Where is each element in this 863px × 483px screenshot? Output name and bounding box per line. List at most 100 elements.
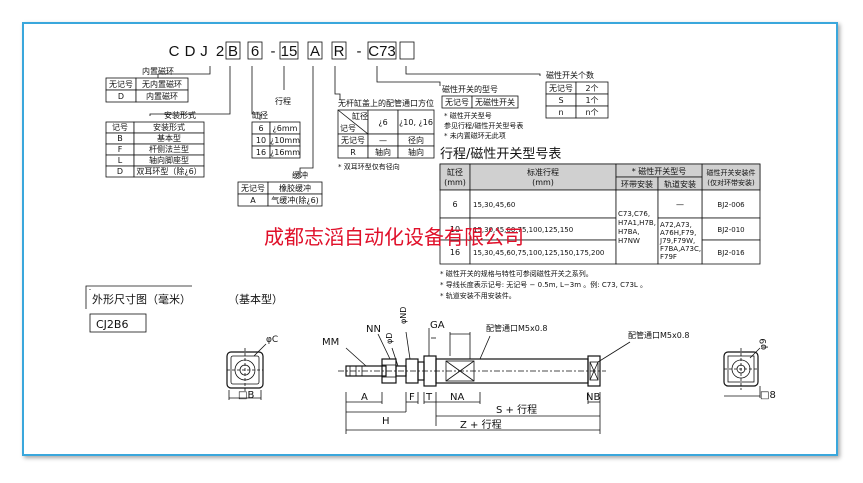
mount-text: 安装形式 [153,122,185,132]
stroke-switch-table: 缸径(mm)标准行程(mm)* 磁性开关型号环带安装轨道安装磁性开关安装件(仅对… [439,163,761,265]
buffer-cell [267,193,323,207]
f-label: F [409,392,415,403]
nn-label: NN [366,324,381,335]
rail-models: A72,A73, [660,221,692,229]
band-models: C73,C76, [618,210,650,218]
row-bore: 6 [452,200,457,209]
count-text: 1个 [585,96,598,105]
code-box [279,41,299,60]
switch-type-title: 磁性开关的型号 [442,84,498,94]
bore-text: ¿6mm [273,124,298,133]
buffer-text: 无记号 [241,184,265,193]
head-switch: * 磁性开关型号 [632,166,687,176]
port-text: 径向 [408,135,424,145]
table-header-cell [439,163,471,191]
row-bore-cell [439,239,471,265]
code-box [399,41,415,60]
bore-cell [269,145,301,159]
code-char: 6 [251,43,259,60]
code-char: - [357,43,362,60]
row-kit-cell [701,189,761,219]
b-label: □B [238,390,254,401]
mount-cushion-title: 内置磁环 [142,66,174,76]
band-models: H7A1,H7B, [618,219,656,227]
port1-label: 配管通口M5x0.8 [486,323,547,333]
cushion-text: 无内置磁环 [142,79,182,89]
band-models: H7BA, [618,228,640,236]
phi9-label: φ9 [759,338,769,350]
cushion-text: 无记号 [109,80,133,89]
model-box [89,313,147,333]
s-label: S + 行程 [496,403,537,416]
front-view-left [226,343,267,400]
port-col-text: ¿10, ¿16 [399,118,433,127]
table-note: * 导线长度表示记号: 无记号 − 0.5m, L−3m 。例: C73, C7… [440,280,647,289]
end-view-right [723,347,761,398]
row-kit: BJ2-010 [717,226,744,234]
row-stroke-cell [469,189,617,219]
mount-text: 基本型 [157,133,181,143]
h-label: H [382,416,390,427]
port-header-bore: 缸径 [352,111,368,121]
count-cell [575,105,609,119]
band-cell [615,189,659,265]
count-text: n [558,108,563,117]
phi-nd-label: φND [399,307,408,324]
cushion-title: 缓冲 [292,170,308,180]
port-text: 轴向 [375,147,391,157]
head-band: 环带安装 [621,179,653,189]
mount-type-title: 安装形式 [164,110,196,120]
switch-type-table: 无记号无磁性开关 [441,95,519,109]
code-char: J [200,43,208,60]
mount-text: L [118,156,123,165]
count-text: n个 [585,108,598,117]
row-stroke-cell [469,239,617,265]
code-char: 15 [281,43,298,60]
rail-models: J79,F79W, [659,237,695,245]
code-char: C73 [368,43,396,60]
rail-cell [657,217,703,265]
z-label: Z + 行程 [460,418,502,431]
sq8-label: □8 [760,390,776,401]
port-title: 无杆缸盖上的配管通口方位 [338,98,434,108]
na-label: NA [450,392,464,403]
table-note: * 轨道安装不用安装件。 [440,291,516,300]
buffer-text: 气缓冲(除¿6) [271,195,319,205]
mm-label: MM [322,337,339,348]
code-box [247,41,263,60]
port-text: R [350,148,356,157]
nb-label: NB [586,392,600,403]
stroke-switch-table-title: 行程/磁性开关型号表 [440,147,561,162]
port-cell [397,145,435,159]
t-label: T [425,392,433,403]
port-text: 无记号 [341,136,365,145]
mount-text: F [118,145,123,154]
count-text: 无记号 [549,84,573,93]
port-header-mark: 记号 [340,124,356,133]
count-text: S [558,96,563,105]
buffer-text: A [250,196,256,205]
cushion-text: D [118,92,124,101]
row-stroke: 15,30,45,60 [473,201,515,209]
port-text: 轴向 [408,147,424,157]
rail-models: A76H,F79, [660,229,696,237]
cylinder-side-view [338,355,606,387]
phi-c-label: φC [266,335,278,345]
switch-text: 无记号 [445,98,469,107]
drawing-section-subtitle: （基本型） [228,292,283,306]
code-char: B [228,43,238,60]
code-char: D [185,43,196,60]
bore-text: 16 [256,148,266,157]
mount-text: 双耳环型（除¿6） [136,166,201,176]
band-models: H7NW [618,237,640,245]
cushion-text: 内置磁环 [146,91,178,101]
row-kit: BJ2-016 [717,249,745,257]
head-stroke: 标准行程 [527,167,559,177]
row-kit-cell [701,239,761,265]
switch-note: 参见行程/磁性开关型号表 [444,121,523,130]
